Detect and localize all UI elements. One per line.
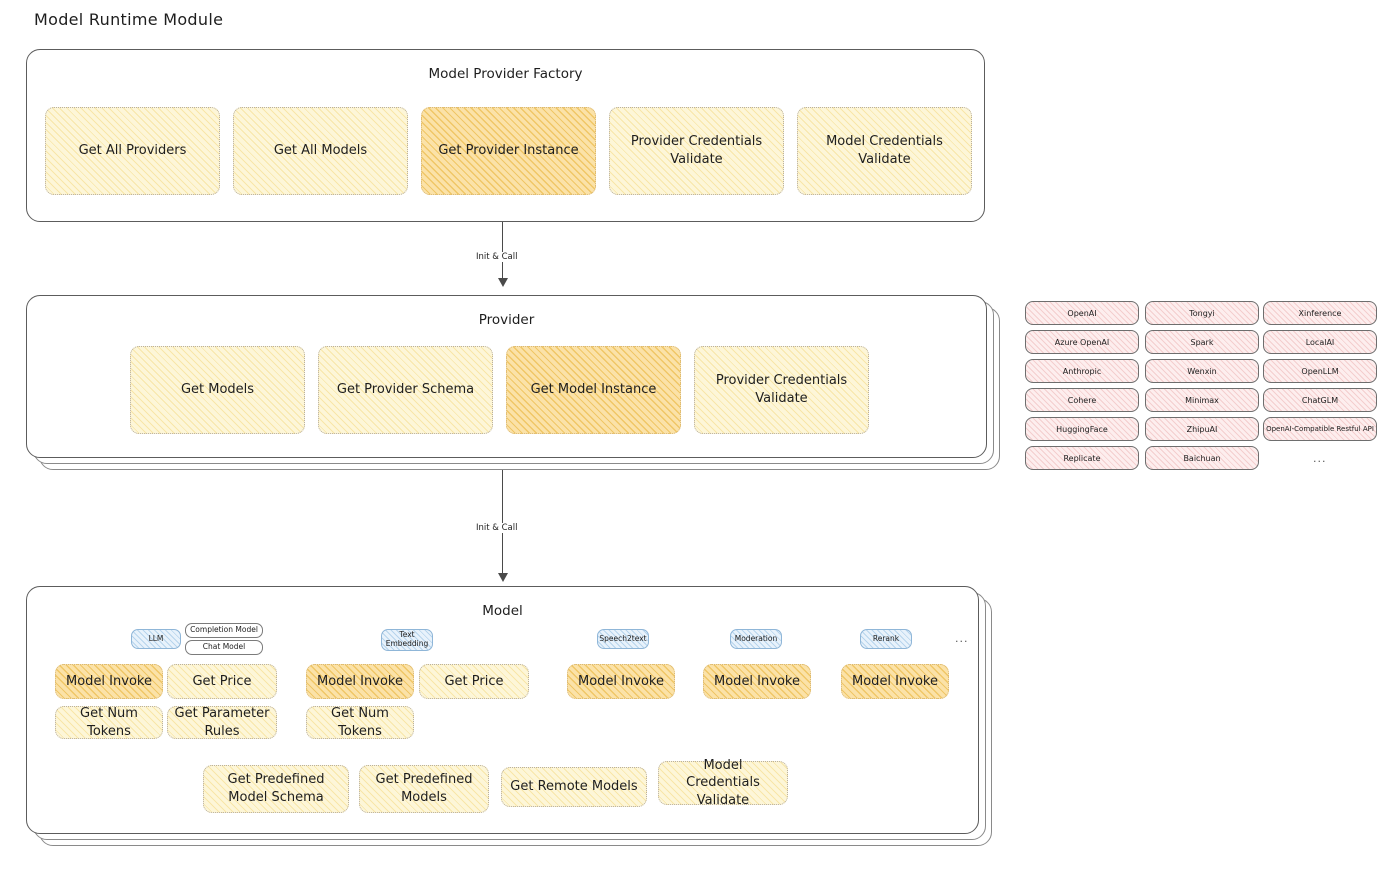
provider-pill-azure-openai[interactable]: Azure OpenAI (1025, 330, 1139, 354)
panel-provider[interactable]: Provider Get Models Get Provider Schema … (26, 295, 987, 458)
node-get-all-models[interactable]: Get All Models (233, 107, 408, 195)
provider-pill-openai[interactable]: OpenAI (1025, 301, 1139, 325)
provider-list-more-ellipsis: ... (1313, 452, 1327, 465)
node-llm-get-parameter-rules[interactable]: Get Parameter Rules (167, 706, 277, 739)
provider-pill-zhipuai[interactable]: ZhipuAI (1145, 417, 1259, 441)
badge-chat-model[interactable]: Chat Model (185, 640, 263, 655)
provider-pill-baichuan[interactable]: Baichuan (1145, 446, 1259, 470)
panel-title-provider: Provider (478, 312, 535, 328)
panel-model-provider-factory[interactable]: Model Provider Factory Get All Providers… (26, 49, 985, 222)
provider-pill-chatglm[interactable]: ChatGLM (1263, 388, 1377, 412)
node-text-embedding-get-num-tokens[interactable]: Get Num Tokens (306, 706, 414, 739)
node-text-embedding-get-price[interactable]: Get Price (419, 664, 529, 699)
node-provider-credentials-validate-2[interactable]: Provider Credentials Validate (694, 346, 869, 434)
node-llm-get-price[interactable]: Get Price (167, 664, 277, 699)
provider-pill-openai-compatible-restful-api[interactable]: OpenAI-Compatible Restful API (1263, 417, 1377, 441)
node-get-all-providers[interactable]: Get All Providers (45, 107, 220, 195)
node-get-model-instance[interactable]: Get Model Instance (506, 346, 681, 434)
badge-completion-model[interactable]: Completion Model (185, 623, 263, 638)
arrow-factory-to-provider-line (502, 222, 504, 280)
provider-pill-cohere[interactable]: Cohere (1025, 388, 1139, 412)
badge-llm[interactable]: LLM (131, 629, 181, 649)
panel-title-model-provider-factory: Model Provider Factory (428, 66, 583, 82)
node-get-models[interactable]: Get Models (130, 346, 305, 434)
node-model-credentials-validate[interactable]: Model Credentials Validate (797, 107, 972, 195)
panel-title-model: Model (482, 603, 523, 619)
provider-pill-huggingface[interactable]: HuggingFace (1025, 417, 1139, 441)
node-get-predefined-model-schema[interactable]: Get Predefined Model Schema (203, 765, 349, 813)
provider-pill-wenxin[interactable]: Wenxin (1145, 359, 1259, 383)
badge-text-embedding[interactable]: Text Embedding (381, 629, 433, 651)
model-types-more-ellipsis: ... (955, 632, 969, 645)
node-text-embedding-model-invoke[interactable]: Model Invoke (306, 664, 414, 699)
node-llm-get-num-tokens[interactable]: Get Num Tokens (55, 706, 163, 739)
node-rerank-model-invoke[interactable]: Model Invoke (841, 664, 949, 699)
arrow-factory-to-provider-head (498, 278, 508, 287)
arrow-provider-to-model-head (498, 573, 508, 582)
provider-pill-anthropic[interactable]: Anthropic (1025, 359, 1139, 383)
badge-rerank[interactable]: Rerank (860, 629, 912, 649)
provider-pill-openllm[interactable]: OpenLLM (1263, 359, 1377, 383)
node-moderation-model-invoke[interactable]: Model Invoke (703, 664, 811, 699)
provider-pill-localai[interactable]: LocalAI (1263, 330, 1377, 354)
provider-pill-xinference[interactable]: Xinference (1263, 301, 1377, 325)
badge-speech2text[interactable]: Speech2text (597, 629, 649, 649)
node-speech2text-model-invoke[interactable]: Model Invoke (567, 664, 675, 699)
arrow-provider-to-model-label: Init & Call (473, 523, 521, 533)
provider-pill-minimax[interactable]: Minimax (1145, 388, 1259, 412)
node-model-credentials-validate-3[interactable]: Model Credentials Validate (658, 758, 788, 808)
provider-pill-spark[interactable]: Spark (1145, 330, 1259, 354)
panel-model[interactable]: Model LLM Completion Model Chat Model Mo… (26, 586, 979, 834)
node-get-provider-instance[interactable]: Get Provider Instance (421, 107, 596, 195)
arrow-factory-to-provider-label: Init & Call (473, 252, 521, 262)
node-get-predefined-models[interactable]: Get Predefined Models (359, 765, 489, 813)
node-llm-model-invoke[interactable]: Model Invoke (55, 664, 163, 699)
node-get-remote-models[interactable]: Get Remote Models (501, 767, 647, 807)
provider-pill-tongyi[interactable]: Tongyi (1145, 301, 1259, 325)
node-provider-credentials-validate[interactable]: Provider Credentials Validate (609, 107, 784, 195)
node-get-provider-schema[interactable]: Get Provider Schema (318, 346, 493, 434)
badge-moderation[interactable]: Moderation (730, 629, 782, 649)
page-title: Model Runtime Module (34, 10, 224, 29)
provider-pill-replicate[interactable]: Replicate (1025, 446, 1139, 470)
